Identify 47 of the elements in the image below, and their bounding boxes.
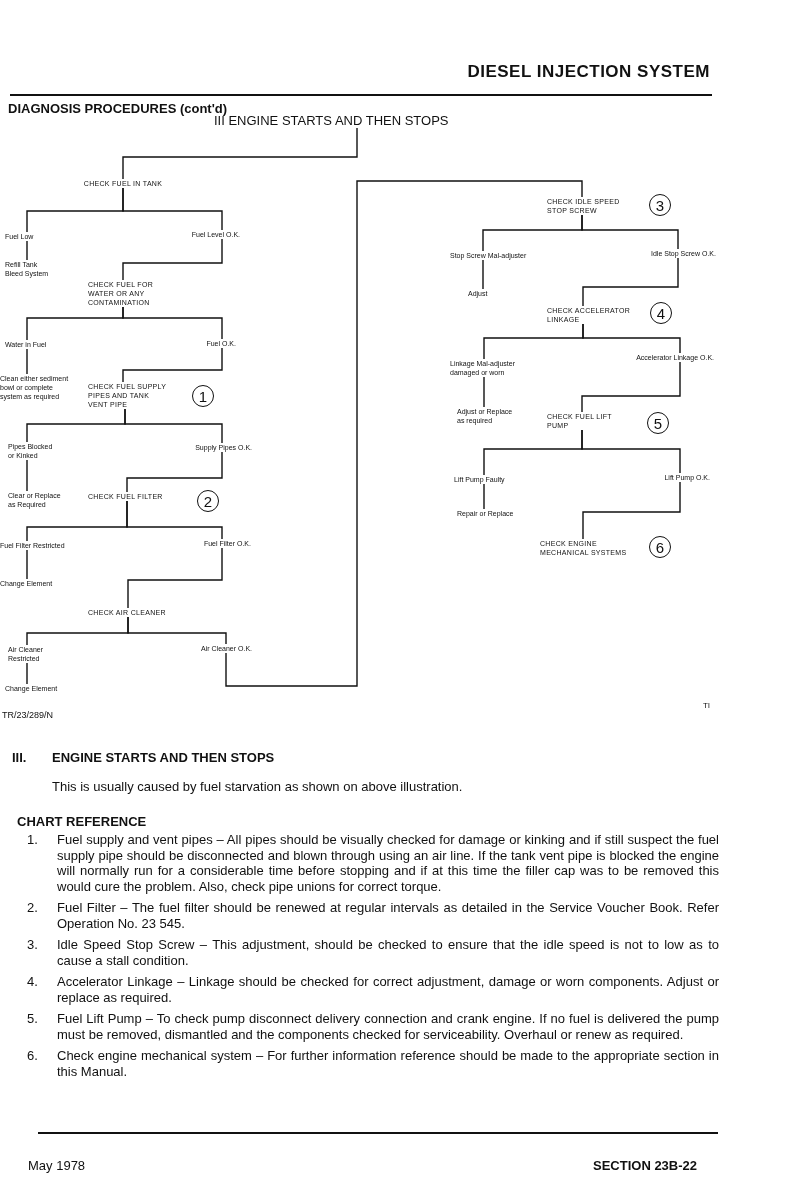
list-item-text: Accelerator Linkage – Linkage should be checked for correct adjustment, damage or worn components. Adjust or replace as required.: [57, 974, 719, 1005]
list-item-text: Fuel supply and vent pipes – All pipes should be visually checked for damage or kinking and if still suspect the fuel supply pipe should be disconnected and blown through using an air line. If the tank vent pipe is blocked the engine will normally run for a considerable time before stopping and if at this time the filler cap was to be removed this would cure the problem. Also, check pipe unions for correct torque.: [57, 832, 719, 894]
connector-line: [582, 257, 679, 307]
figure-reference: TR/23/289/N: [2, 710, 54, 720]
section-heading: CHART REFERENCE: [17, 814, 147, 829]
connector-line: [26, 662, 28, 685]
section-heading: DIAGNOSIS PROCEDURES (cont'd): [8, 101, 228, 116]
list-number: 3.: [27, 937, 39, 954]
list-item-text: Idle Speed Stop Screw – This adjustment, should be checked to ensure that the idle speed is not to low as to cause a stall condition.: [57, 937, 719, 968]
connector-line: [581, 429, 681, 474]
connector-line: [225, 180, 583, 687]
section-heading: ENGINE STARTS AND THEN STOPS: [52, 750, 275, 765]
section-number: III.: [12, 750, 27, 765]
footer-section: SECTION 23B-22: [593, 1158, 698, 1173]
connector-line: [122, 238, 223, 281]
connector-line: [582, 481, 681, 540]
connector-line: [122, 347, 223, 383]
list-number: 6.: [27, 1048, 39, 1065]
figure-mark: Tl: [703, 701, 710, 710]
page-title: DIESEL INJECTION SYSTEM: [467, 62, 710, 82]
connector-line: [26, 549, 28, 580]
list-item-text: Check engine mechanical system – For further information reference should be made to the appropriate section in this Manual.: [57, 1048, 719, 1079]
list-number: 4.: [27, 974, 39, 991]
connector-line: [126, 500, 223, 540]
connector-line: [26, 459, 28, 492]
connector-line: [581, 214, 679, 250]
list-item-text: Fuel Filter – The fuel filter should be renewed at regular intervals as detailed in the Service Voucher Book. Refer Operation No. 23 545.: [57, 900, 719, 931]
list-number: 1.: [27, 832, 39, 849]
list-number: 2.: [27, 900, 39, 917]
connector-line: [581, 361, 681, 413]
connector-line: [483, 376, 485, 408]
connector-line: [127, 547, 223, 609]
connector-line: [483, 483, 485, 510]
connector-line: [124, 408, 223, 444]
connector-line: [26, 240, 28, 261]
footer-date: May 1978: [28, 1158, 86, 1173]
connector-line: [122, 306, 223, 340]
connector-line: [482, 259, 484, 290]
body-text: This is usually caused by fuel starvation as shown on above illustration.: [52, 779, 463, 794]
list-item-text: Fuel Lift Pump – To check pump disconnect delivery connection and crank engine. If no fuel is delivered the pump must be removed, dismantled and the components checked for serviceability. Overhaul or renew as required.: [57, 1011, 719, 1042]
connector-line: [582, 323, 681, 354]
connector-line: [127, 616, 227, 645]
connector-line: [126, 451, 223, 493]
connector-line: [122, 187, 223, 231]
connector-line: [26, 348, 28, 375]
connector-line: [122, 127, 358, 180]
list-number: 5.: [27, 1011, 39, 1028]
